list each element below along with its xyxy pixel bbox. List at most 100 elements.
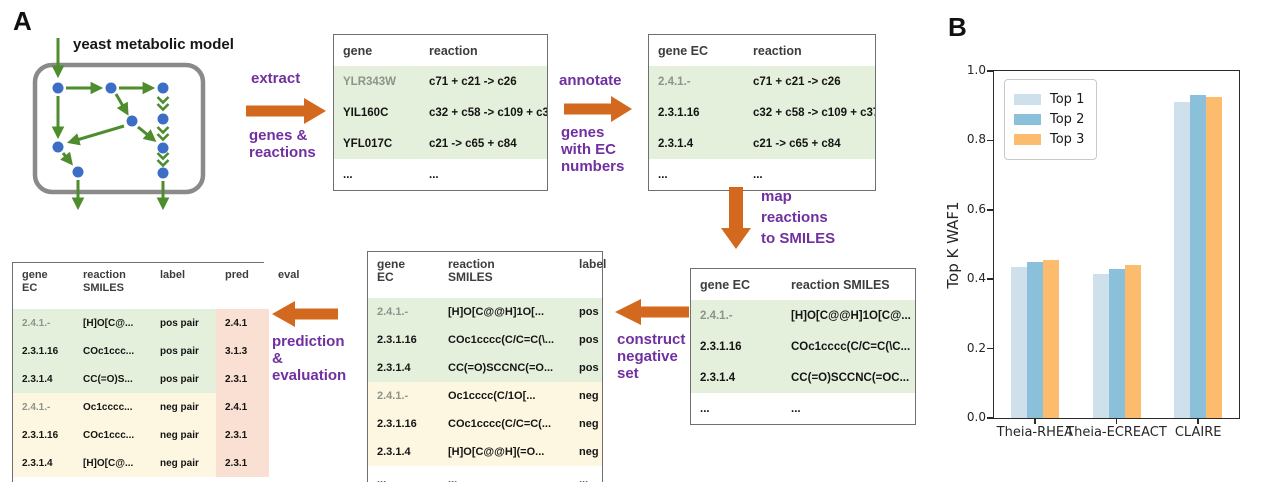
table-cell: [H]O[C@@H](=O...	[439, 438, 570, 466]
table-cell: [H]O[C@...	[74, 449, 151, 477]
table-cell: c32 + c58 -> c109 + c37	[744, 97, 875, 128]
column-header: gene	[334, 35, 420, 66]
y-tick-mark	[987, 278, 993, 280]
y-tick-mark	[987, 347, 993, 350]
table-cell: ...	[744, 159, 875, 190]
table-cell: 2.3.1.4	[368, 438, 439, 466]
table-row: 2.4.1.-c71 + c21 -> c26	[649, 66, 875, 97]
column-header: reaction SMILES	[74, 263, 151, 309]
table-cell: ...	[782, 393, 915, 424]
y-tick-mark	[987, 139, 993, 142]
table-cell: 2.4.1.-	[13, 309, 74, 337]
legend-swatch	[1014, 114, 1041, 125]
chevron-arrows	[156, 96, 170, 168]
legend-item: Top 2	[1014, 112, 1084, 127]
table-row: 2.3.1.4CC(=O)SCCNC(=O...pos pair	[368, 354, 602, 382]
legend-label: Top 3	[1050, 132, 1085, 147]
table-cell: ...	[420, 159, 547, 190]
x-tick-mark	[1115, 418, 1118, 424]
table-cell: 2.3.1.4	[13, 449, 74, 477]
y-tick-label: 0.6	[966, 201, 986, 216]
column-header: label	[151, 263, 216, 309]
table-cell: ...	[570, 466, 602, 482]
table-cell: COc1cccc(C/C=C(\...	[439, 326, 570, 354]
table-cell: ...	[74, 477, 151, 482]
table-cell: 2.3.1.16	[13, 337, 74, 365]
table-row: 2.4.1.-Oc1cccc(C/1O[...neg pair	[368, 382, 602, 410]
bar-top-2-theia-ecreact	[1108, 268, 1125, 418]
map-step-title: map reactions to SMILES	[761, 188, 836, 247]
column-header: gene EC	[13, 263, 74, 309]
table-cell: COc1cccc(C/C=C(\C...	[782, 331, 915, 362]
table-cell: 2.3.1	[216, 365, 269, 393]
x-tick-mark	[1034, 418, 1036, 424]
table-cell: CC(=O)S...	[74, 365, 151, 393]
table-cell: neg pair	[151, 393, 216, 421]
table-cell: 2.3.1.4	[691, 362, 782, 393]
table-row: ......	[334, 159, 547, 190]
table-cell: pos pair	[151, 309, 216, 337]
table-cell: 2.4.1.-	[368, 298, 439, 326]
bar-top-3-claire	[1206, 97, 1223, 418]
construct-left-arrow-icon	[615, 299, 689, 325]
table-cell: pos pair	[570, 298, 602, 326]
metabolic-network-diagram	[32, 38, 206, 211]
table-cell: CC(=O)SCCNC(=O...	[439, 354, 570, 382]
table-cell: pos pair	[151, 337, 216, 365]
table-cell: 2.3.1.4	[649, 128, 744, 159]
column-header: gene EC	[649, 35, 744, 66]
table-cell: 2.3.1.4	[368, 354, 439, 382]
table-cell: 2.4.1.-	[691, 300, 782, 331]
table-cell: ...	[368, 466, 439, 482]
table-cell: ...	[334, 159, 420, 190]
table-row: ......	[691, 393, 915, 424]
bar-top-3-theia-ecreact	[1124, 265, 1141, 418]
table-cell: ...	[691, 393, 782, 424]
metabolite-nodes	[52, 82, 169, 179]
column-header: reaction	[744, 35, 875, 66]
extract-right-arrow-icon	[246, 98, 326, 124]
table-cell: pos pair	[151, 365, 216, 393]
table-cell: 2.3.1	[216, 421, 269, 449]
bar-top-1-theia-ecreact	[1092, 274, 1109, 418]
bar-top-1-claire	[1174, 102, 1191, 418]
table-cell: neg pair	[151, 421, 216, 449]
table-row: 2.4.1.-[H]O[C@@H]1O[C@...	[691, 300, 915, 331]
table-cell: neg pair	[570, 438, 602, 466]
table-cell: 2.3.1.16	[368, 410, 439, 438]
table-cell: 2.4.1.-	[13, 393, 74, 421]
table-cell: ...	[13, 477, 74, 482]
table-cell: 2.3.1.16	[13, 421, 74, 449]
table-cell: pos pair	[570, 326, 602, 354]
cell-boundary	[32, 62, 206, 195]
y-axis-label: Top K WAF1	[944, 201, 962, 289]
table-cell: [H]O[C@...	[74, 309, 151, 337]
table-cell: 2.3.1.16	[691, 331, 782, 362]
y-tick-mark	[987, 70, 993, 72]
legend-label: Top 1	[1050, 92, 1085, 107]
table-cell: 2.4.1.-	[368, 382, 439, 410]
map-down-arrow-icon	[721, 187, 751, 249]
table-cell: neg pair	[570, 410, 602, 438]
prediction-left-arrow-icon	[272, 301, 338, 327]
column-header: gene EC	[368, 252, 439, 298]
table-cell: YFL017C	[334, 128, 420, 159]
x-tick-label: Theia-ECREACT	[1066, 425, 1167, 440]
table-cell: ...	[216, 477, 269, 482]
